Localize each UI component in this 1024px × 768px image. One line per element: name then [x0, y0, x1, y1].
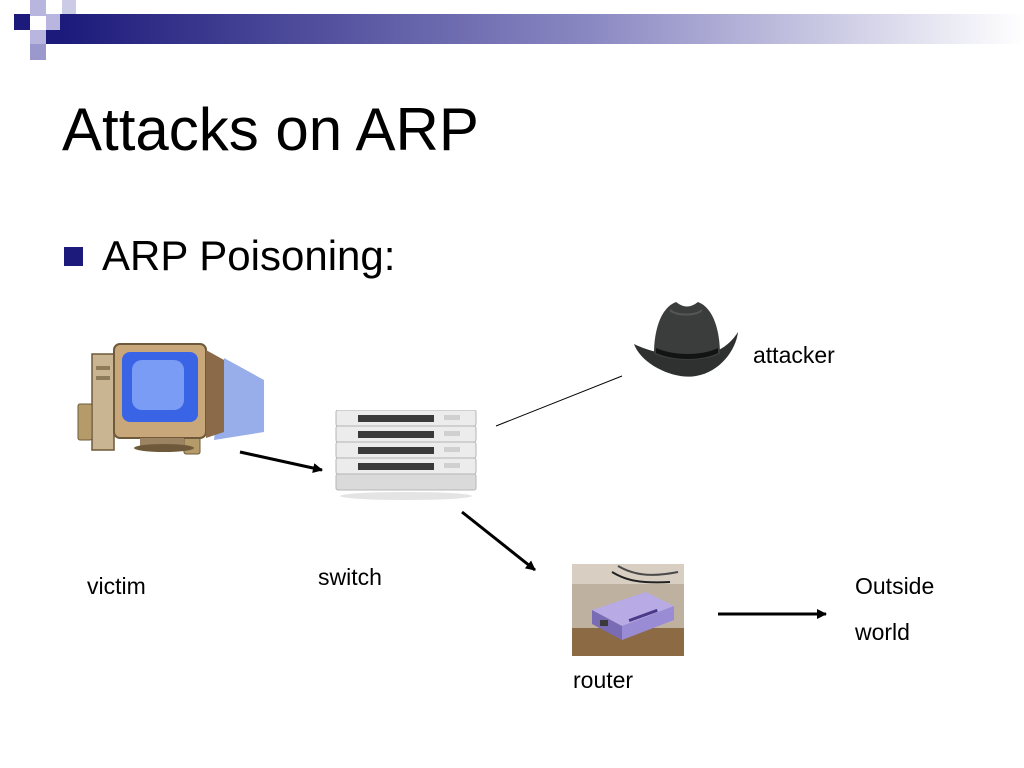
decorative-header: [14, 0, 1024, 60]
bullet-square-icon: [64, 246, 83, 266]
outside-label-line1: Outside: [855, 573, 935, 599]
outside-label-line2: world: [855, 619, 910, 645]
network-switch-icon: [335, 410, 477, 500]
slide-title: Attacks on ARP: [62, 96, 479, 163]
cowboy-hat-icon: [634, 302, 738, 377]
switch-label: switch: [318, 564, 382, 590]
router-label: router: [573, 667, 634, 693]
arrow-switch-to-router: [461, 510, 536, 572]
computer-icon: [77, 343, 264, 455]
bullet-text: ARP Poisoning:: [102, 232, 396, 279]
victim-label: victim: [87, 573, 146, 599]
bullet-item: ARP Poisoning:: [64, 228, 395, 284]
attacker-label: attacker: [753, 342, 835, 368]
line-switch-to-attacker: [495, 375, 623, 427]
router-icon: [572, 564, 684, 656]
